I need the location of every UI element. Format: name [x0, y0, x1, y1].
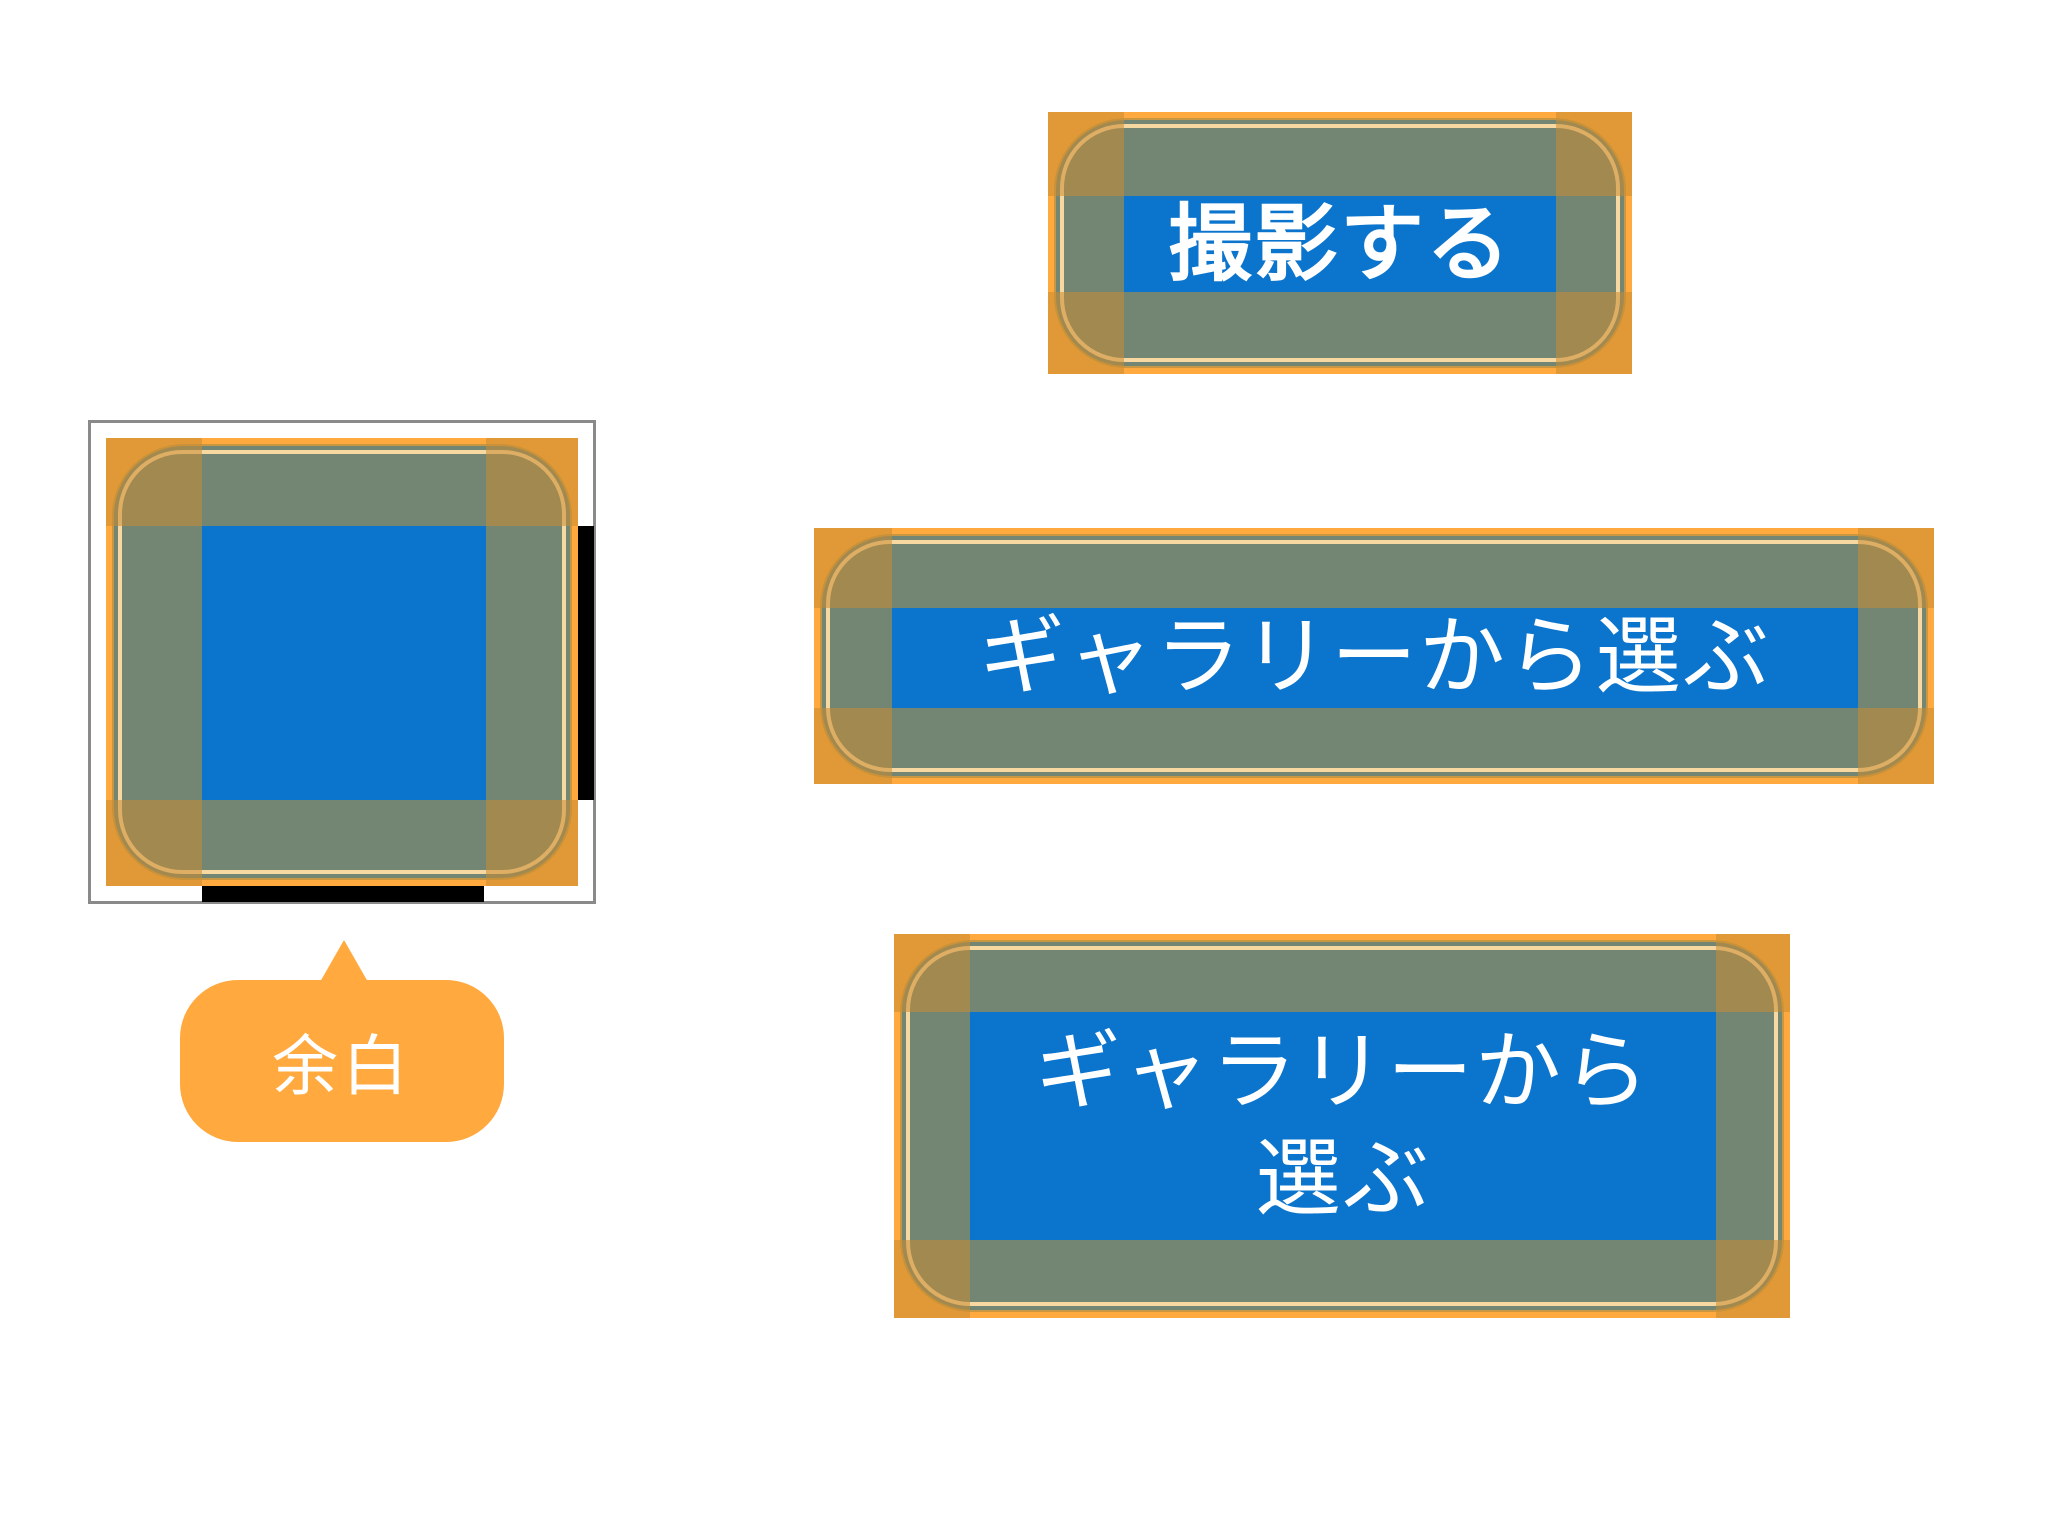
corner-bottom-left [894, 1240, 970, 1318]
corner-top-left [894, 934, 970, 1012]
corner-bottom-left [1048, 292, 1124, 374]
sample-center [202, 526, 486, 800]
corner-top-left [106, 438, 202, 526]
corner-bottom-right [1858, 708, 1934, 784]
shoot-button[interactable]: 撮影する [1048, 112, 1632, 374]
gallery-wrapped-line-2: 選ぶ [1255, 1129, 1431, 1229]
gallery-button-center: ギャラリーから選ぶ [892, 607, 1858, 708]
shoot-button-label: 撮影する [1167, 194, 1512, 293]
margin-indicator-right [578, 526, 594, 800]
shoot-button-ring [1060, 124, 1620, 362]
nine-slice-sample [106, 438, 578, 886]
corner-top-right [1716, 934, 1790, 1012]
gallery-wrapped-center: ギャラリーから 選ぶ [970, 1012, 1716, 1240]
corner-bottom-right [486, 800, 578, 886]
shoot-button-center: 撮影する [1124, 195, 1556, 293]
margin-callout: 余白 [180, 980, 504, 1142]
corner-top-right [486, 438, 578, 526]
gallery-wrapped-ring [906, 946, 1778, 1306]
corner-top-right [1858, 528, 1934, 608]
sample-ring [118, 450, 566, 874]
margin-callout-label: 余白 [272, 1028, 412, 1105]
gallery-wrapped-line-1: ギャラリーから [1035, 1021, 1651, 1122]
gallery-button-ring [826, 540, 1922, 772]
corner-top-left [814, 528, 892, 608]
callout-pointer [320, 940, 368, 982]
corner-bottom-left [106, 800, 202, 886]
corner-top-left [1048, 112, 1124, 196]
margin-indicator-bottom [202, 886, 484, 902]
gallery-button-label: ギャラリーから選ぶ [979, 607, 1771, 708]
corner-top-right [1556, 112, 1632, 196]
corner-bottom-left [814, 708, 892, 784]
gallery-button-wrapped[interactable]: ギャラリーから 選ぶ [894, 934, 1790, 1318]
gallery-button[interactable]: ギャラリーから選ぶ [814, 528, 1934, 784]
corner-bottom-right [1716, 1240, 1790, 1318]
corner-bottom-right [1556, 292, 1632, 374]
